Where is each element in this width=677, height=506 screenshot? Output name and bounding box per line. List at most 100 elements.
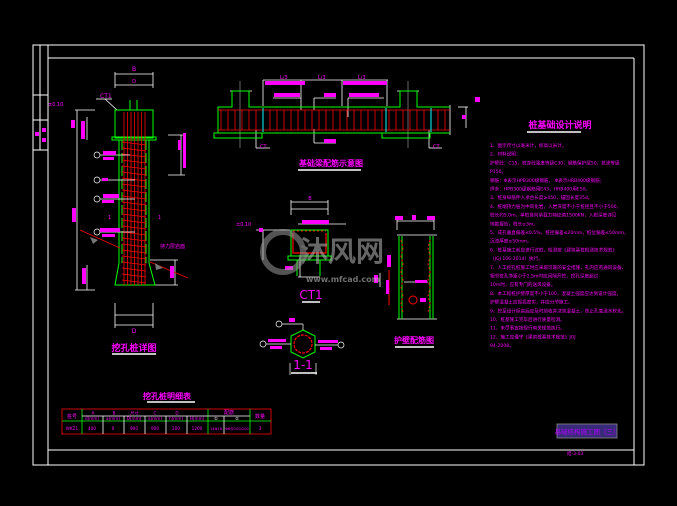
pile-dim-D-bottom: D — [132, 328, 137, 335]
pile-dim-B: B — [132, 66, 136, 73]
pile-stirrup — [121, 195, 147, 200]
table-dim-A: A — [92, 411, 95, 416]
note-line: 9、挖至设计标高后应及时验收并浇筑混凝土，防止孔底浸水软化。 — [490, 307, 626, 314]
note-line: 桩长约5.0m，单桩竖向承载力特征值1500KN，入岩深度详见 — [490, 212, 617, 219]
sheet-frame — [32, 44, 645, 466]
pile-dim-D-top: D — [132, 79, 136, 85]
watermark-url: www.mfcad.com — [306, 275, 380, 284]
note-line: 12、施工应遵守《建筑桩基技术规范》JGJ — [490, 333, 576, 340]
section-title: 1-1 — [293, 358, 313, 372]
table-sub: h(mm) — [169, 416, 183, 421]
note-line: P150。 — [490, 169, 506, 175]
table-head-qty: 数量 — [255, 413, 265, 420]
table-cell: 1200 — [192, 426, 203, 431]
note-line: 焊条：HPB300级钢筋用E43，HRB400用E50。 — [490, 186, 590, 193]
note-line: 4、桩端持力层为中风化岩，入岩深度不小于桩径且不小于500， — [490, 203, 621, 210]
table-sub: D(mm) — [127, 416, 142, 421]
pile-stirrup — [121, 141, 147, 146]
pile-stirrup — [121, 273, 147, 278]
pile-stirrup — [121, 243, 147, 248]
pile-elevation: ±0.10 — [48, 102, 63, 108]
table-cell: Φ8@100/200 — [225, 427, 249, 431]
note-line: （JGJ 106-2014）执行。 — [490, 255, 543, 262]
note-line: 10、桩基施工完毕后进行质量检测。 — [490, 316, 565, 323]
note-line: 钢筋：Φ表示HPB300级钢筋， Φ表示HRB400级钢筋； — [490, 177, 604, 184]
table-dim-B: B — [113, 411, 116, 416]
note-line: 6、桩基施工前应进行试桩，检测按《建筑基桩检测技术规范》 — [490, 246, 617, 253]
pile-stirrup — [121, 147, 147, 152]
beam-dim-1: L/3 — [280, 75, 288, 81]
notes-title: 桩基础设计说明 — [528, 119, 591, 131]
table-dim-C: C — [154, 411, 157, 416]
pile-detail-title: 挖孔桩详图 — [111, 342, 156, 354]
note-line: 护壁砼：C15，桩身砼强度等级C30，钢筋保护层50，抗渗等级 — [490, 159, 620, 166]
pile-schedule-table — [61, 408, 272, 435]
beam-dim-3: L/3 — [358, 75, 366, 81]
wall-rebar-title: 护壁配筋图 — [394, 335, 434, 345]
note-line: 8、本工程桩护壁厚度不小于100，混凝土强度应达到设计强度， — [490, 290, 621, 297]
note-line: 11、未尽事宜按现行有关规范执行。 — [490, 325, 565, 332]
table-cell: 200 — [172, 426, 180, 431]
pile-stirrup — [121, 201, 147, 206]
table-head-rebar: 配筋 — [224, 409, 234, 416]
beam-rebar-title: 基础梁配筋示意图 — [298, 158, 363, 168]
pile-stirrup — [121, 177, 147, 182]
table-sub: a(mm) — [106, 416, 120, 421]
table-sub: ① — [214, 416, 218, 421]
pile-stirrup — [121, 189, 147, 194]
wall-rebar-drawing — [374, 215, 437, 320]
pile-cap-tag: CT1 — [100, 93, 112, 100]
table-cell: 900 — [130, 426, 138, 431]
table-head-id: 桩号 — [67, 413, 77, 420]
table-head-size: 尺寸 — [130, 410, 138, 417]
table-cell: 0 — [112, 426, 115, 431]
cap-dim-B: B — [308, 196, 312, 202]
pile-stirrup — [121, 237, 147, 242]
table-title: 挖孔桩明细表 — [143, 391, 192, 401]
note-line: 10m时，应有专门的送风设备。 — [490, 281, 555, 288]
table-cell: 14Φ16 — [210, 427, 223, 431]
table-cell: 3 — [259, 426, 262, 431]
pile-stirrup — [121, 153, 147, 158]
table-cell: 400 — [88, 426, 96, 431]
table-dim-D: D — [175, 411, 178, 416]
pile-stirrup — [121, 267, 147, 272]
table-cells: 桩号 配筋 数量 A B 尺寸 C D d(mm) a(mm) D(mm) a(… — [66, 409, 265, 431]
note-line: 地勘报告，桩长≥3m。 — [490, 220, 538, 227]
beam-dim-2: L/3 — [318, 75, 326, 81]
note-line: 1、图示尺寸以毫米计，标高以米计。 — [490, 142, 566, 149]
table-sub: d(mm) — [85, 416, 99, 421]
pile-stirrup — [121, 171, 147, 176]
pile-stirrup — [121, 279, 147, 284]
pile-stirrup — [121, 255, 147, 260]
pile-stirrup — [121, 231, 147, 236]
pile-stirrup — [121, 165, 147, 170]
cap-elevation: ±0.10 — [236, 222, 251, 228]
note-line: 94-2008。 — [490, 343, 514, 349]
pile-stirrup — [121, 159, 147, 164]
note-line: 7、人工挖孔桩施工时应采取可靠的安全措施，孔内应有通风设备， — [490, 264, 626, 271]
beam-ct-left: CT — [260, 144, 267, 150]
table-sub: ② — [235, 416, 239, 421]
pile-detail-drawing — [71, 72, 189, 328]
table-sub: H(mm) — [190, 416, 205, 421]
pile-stirrup — [121, 225, 147, 230]
pile-stirrup — [121, 219, 147, 224]
table-cell: WKZ1 — [66, 426, 79, 431]
table-sub: a(mm) — [148, 416, 162, 421]
pile-stirrup — [121, 183, 147, 188]
section-mark-left: 1 — [108, 215, 111, 221]
sheet-title-box — [556, 423, 618, 439]
note-line: 2、材料说明： — [490, 151, 521, 158]
note-line: 3、桩身纵筋伸入承台长度≥450，锚固长度35d。 — [490, 194, 592, 201]
table-cell: 900 — [151, 426, 159, 431]
pile-stirrup — [121, 207, 147, 212]
note-line: 5、成孔垂直偏差≤0.5%，桩径偏差≤20mm，桩位偏差≤50mm， — [490, 229, 628, 236]
sheet-number: 结-3-03 — [567, 450, 583, 457]
note-line: 护壁混凝土应振捣密实，并应分节施工。 — [490, 299, 573, 306]
pile-stirrup — [121, 213, 147, 218]
cap-title: CT1 — [299, 288, 322, 302]
title-strip-marks — [35, 128, 46, 142]
